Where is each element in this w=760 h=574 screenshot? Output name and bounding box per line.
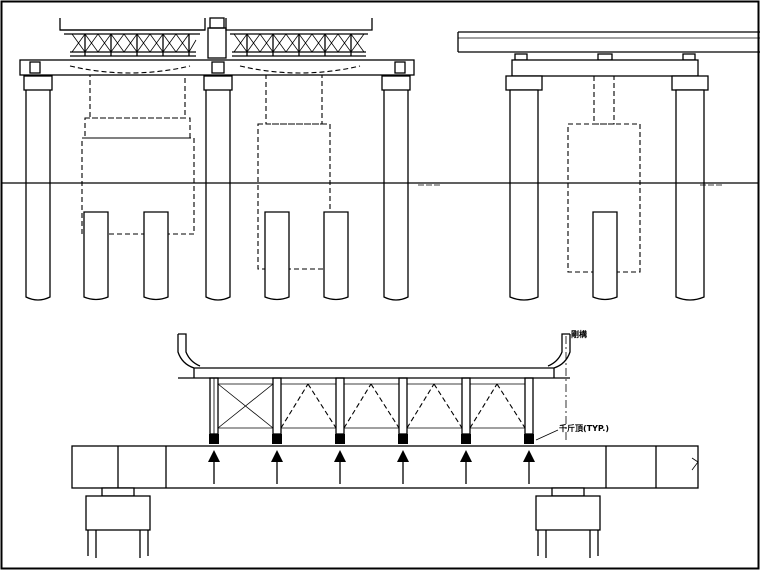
jack-leader-line xyxy=(535,429,559,441)
side-bearings xyxy=(514,53,696,61)
side-deck xyxy=(457,31,760,53)
small-piles-left xyxy=(83,211,349,301)
right-side-elevation xyxy=(457,31,760,301)
center-pier-head xyxy=(207,17,227,59)
jacking-force-arrows xyxy=(208,450,535,484)
cross-bracing xyxy=(217,383,526,429)
side-cap-beam xyxy=(511,59,699,77)
jack-cap-beam xyxy=(71,445,699,489)
jack-deck xyxy=(177,333,571,379)
girders xyxy=(209,377,534,435)
jacking-elevation xyxy=(71,333,699,558)
left-cross-section xyxy=(19,17,415,301)
deck-right-span xyxy=(225,18,373,57)
main-columns-left xyxy=(23,75,411,301)
cap-beam-left xyxy=(19,59,415,76)
hydraulic-jacks xyxy=(209,434,534,444)
lower-pier-left xyxy=(85,487,151,558)
side-columns xyxy=(505,75,709,301)
lower-pier-right xyxy=(535,487,601,558)
left-footing-dashed xyxy=(81,72,195,235)
centerline-label: 剛構 xyxy=(571,329,587,339)
jack-label: 千斤頂(TYP.) xyxy=(559,423,609,433)
right-footing-dashed xyxy=(257,74,331,270)
deck-left-span xyxy=(59,18,206,57)
